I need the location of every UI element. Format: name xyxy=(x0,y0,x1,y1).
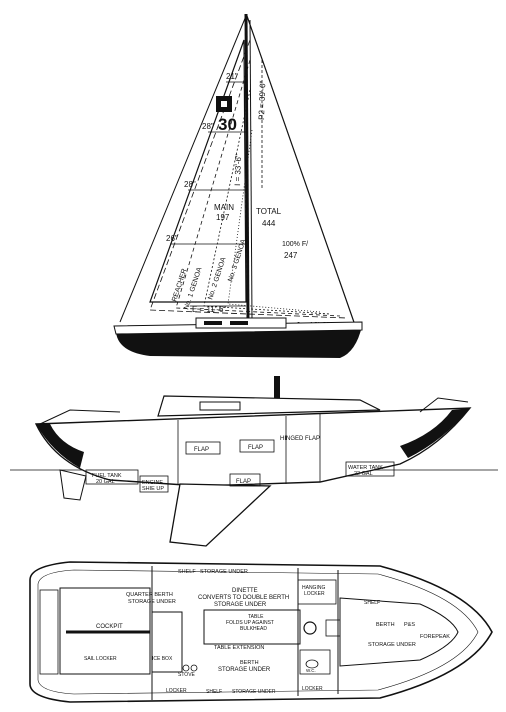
total-area-value: 444 xyxy=(262,219,276,228)
mainsail xyxy=(149,39,247,303)
stove-label: STOVE xyxy=(178,672,196,678)
girth-label-3: 28" xyxy=(184,180,196,189)
flap-box-2 xyxy=(239,439,275,453)
forestay xyxy=(246,15,357,329)
toilet xyxy=(305,659,319,669)
class-emblem-inner xyxy=(221,101,227,107)
e-dimension-label: E = 11'-6" xyxy=(192,305,226,314)
profile-cabin xyxy=(157,395,381,417)
keel xyxy=(169,483,272,547)
flap-label-3: FLAP xyxy=(236,479,251,485)
fore-area-value: 247 xyxy=(284,251,298,260)
fuel-tank-label: FUEL TANK xyxy=(92,473,122,479)
flap-box-1 xyxy=(185,441,221,455)
fuel-tank xyxy=(85,469,139,485)
total-area-label: TOTAL xyxy=(256,207,282,216)
flap-box-3 xyxy=(229,473,261,487)
genoa-3-outline xyxy=(227,129,321,313)
girth-label-1: 21" xyxy=(226,72,238,81)
sail-locker-label: SAIL LOCKER xyxy=(84,656,117,662)
storage-under-fwd-label: STORAGE UNDER xyxy=(368,642,416,648)
rudder xyxy=(59,469,87,501)
plan-hull xyxy=(29,561,493,703)
forepeak-label: FOREPEAK xyxy=(420,634,450,640)
forepeak-p-s-label: P&S xyxy=(404,622,415,628)
table-bulkhead-label: BULKHEAD xyxy=(240,626,267,632)
water-tank-label: WATER TANK xyxy=(348,465,383,471)
storage-under-top-label: STORAGE UNDER xyxy=(200,569,248,575)
storage-under-bottom-label: STORAGE UNDER xyxy=(232,689,276,695)
girth-label-2: 28" xyxy=(202,122,214,131)
engine-box xyxy=(139,475,169,493)
quarter-berth-label: QUARTER BERTH xyxy=(126,592,173,598)
table-label: TABLE xyxy=(248,614,264,620)
berth-label: BERTH xyxy=(240,660,259,666)
mast xyxy=(244,13,250,321)
sail-plan-porthole-2 xyxy=(230,321,248,325)
profile-stern-stripe xyxy=(36,424,84,468)
dinette-storage-label: STORAGE UNDER xyxy=(214,602,267,608)
sail-plan-porthole-1 xyxy=(204,321,222,325)
table-folds-label: FOLDS UP AGAINST xyxy=(226,620,274,626)
main-area-label: MAIN xyxy=(214,203,234,212)
genoa-2-label: No. 2 GENOA xyxy=(207,256,227,300)
berth-forward-label: BERTH xyxy=(376,622,395,628)
fuel-tank-capacity: 20 GAL xyxy=(96,479,115,485)
head-compartment xyxy=(299,649,331,675)
ice-box-label: ICE BOX xyxy=(152,656,173,662)
fore-area-label: 100% F/ xyxy=(282,241,308,248)
main-area-value: 197 xyxy=(216,213,230,222)
fwd-hatch xyxy=(325,619,341,637)
locker-aft-label: LOCKER xyxy=(166,688,187,694)
quarter-berth-storage-label: STORAGE UNDER xyxy=(128,599,176,605)
hanging-locker-label: HANGING xyxy=(302,585,325,591)
sail-plan-hull xyxy=(116,326,362,358)
profile-mast-stub xyxy=(274,376,280,398)
dinette-label: DINETTE xyxy=(232,588,258,594)
hanging-locker-label-2: LOCKER xyxy=(304,591,325,597)
p-dimension-label: P2 = 39'-0" xyxy=(257,80,267,120)
berth-storage-label: STORAGE UNDER xyxy=(218,667,271,673)
water-tank-capacity: 22 GAL xyxy=(354,471,373,477)
bow-pulpit xyxy=(419,397,469,413)
dinette-table xyxy=(203,609,301,645)
genoa-3-label: No. 3 GENOA xyxy=(227,238,247,282)
engine-sub-label: SHIE UP xyxy=(142,486,164,492)
profile-cabin-window xyxy=(199,401,241,411)
genoa-1-outline xyxy=(175,59,341,317)
locker-fwd-label: LOCKER xyxy=(302,686,323,692)
reacher-outline xyxy=(149,39,347,319)
profile-bow-stripe xyxy=(400,408,470,458)
plan-hull-inner xyxy=(37,569,479,695)
sail-plan: 30 21" 28" 28" 26" P2 = 39'-0" I = 33'-6… xyxy=(113,13,363,358)
table-extension-label: TABLE EXTENSION xyxy=(214,645,264,651)
hinged-flap-label: HINGED FLAP xyxy=(280,436,320,442)
stern-rail xyxy=(39,409,121,425)
shelf-top-label: SHELF xyxy=(178,569,196,575)
mast-inner xyxy=(249,19,253,321)
stove-burner-1 xyxy=(182,664,190,672)
shelf-bottom-label: SHELF xyxy=(206,689,222,695)
girth-label-4: 26" xyxy=(166,234,178,243)
dinette-converts-label: CONVERTS TO DOUBLE BERTH xyxy=(198,595,289,601)
stove-burner-2 xyxy=(190,664,198,672)
engine-label: ENGINE xyxy=(142,480,163,486)
shelf-fwd-label: SHELF xyxy=(364,600,380,606)
interior-plan: SHELF STORAGE UNDER QUARTER BERTH STORAG… xyxy=(29,561,493,703)
i-dimension-label: I = 33'-6" xyxy=(233,154,243,186)
inboard-profile: FLAP FLAP FLAP HINGED FLAP FUEL TANK 20 … xyxy=(10,376,498,547)
head-label: W.C. xyxy=(306,668,316,673)
water-tank xyxy=(345,461,395,477)
flap-label-1: FLAP xyxy=(194,447,209,453)
cockpit-label: COCKPIT xyxy=(96,624,123,630)
class-number: 30 xyxy=(218,115,237,134)
mast-step xyxy=(303,621,317,635)
flap-label-2: FLAP xyxy=(248,445,263,451)
helm-seat xyxy=(39,589,59,675)
backstay xyxy=(119,15,247,323)
v-berth xyxy=(339,597,459,667)
